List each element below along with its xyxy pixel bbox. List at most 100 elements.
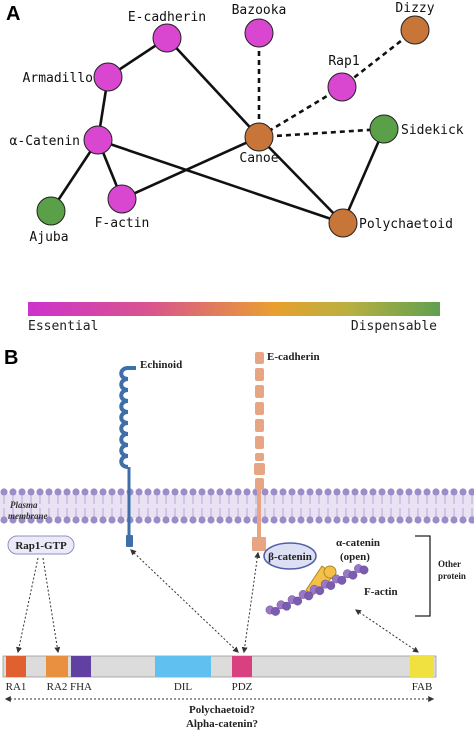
domain-label-dil: DIL — [174, 681, 193, 693]
lipid-head-bottom — [171, 516, 179, 524]
lipid-head-top — [180, 488, 188, 496]
node-acatenin — [83, 125, 113, 155]
other-protein-label-2: protein — [438, 571, 466, 581]
lipid-head-top — [414, 488, 422, 496]
lipid-head-bottom — [324, 516, 332, 524]
lipid-head-top — [216, 488, 224, 496]
node-label-dizzy: Dizzy — [395, 1, 434, 16]
lipid-head-top — [153, 488, 161, 496]
lipid-head-bottom — [54, 516, 62, 524]
domain-label-ra2: RA2 — [47, 681, 68, 693]
node-label-armadillo: Armadillo — [23, 71, 93, 86]
actin-bead — [348, 570, 358, 580]
lipid-head-bottom — [99, 516, 107, 524]
edge-ecadherin-canoe — [166, 37, 260, 138]
essentiality-scale-bar — [28, 302, 440, 316]
lipid-head-bottom — [144, 516, 152, 524]
arrow-rap1-ra2 — [42, 557, 61, 654]
edge-acatenin-polychaetoid — [97, 138, 344, 225]
lipid-head-bottom — [297, 516, 305, 524]
domain-ra2 — [46, 656, 68, 677]
lipid-head-bottom — [234, 516, 242, 524]
factin-filament — [265, 564, 369, 616]
lipid-head-bottom — [180, 516, 188, 524]
lipid-head-top — [360, 488, 368, 496]
actin-bead — [293, 596, 303, 606]
lipid-head-top — [423, 488, 431, 496]
lipid-head-top — [189, 488, 197, 496]
lipid-head-top — [45, 488, 53, 496]
lipid-head-top — [81, 488, 89, 496]
domain-dil — [155, 656, 211, 677]
actin-bead — [359, 565, 369, 575]
lipid-head-top — [306, 488, 314, 496]
actin-bead — [326, 581, 336, 590]
domain-fab — [410, 656, 434, 677]
lipid-head-top — [315, 488, 323, 496]
lipid-head-bottom — [378, 516, 386, 524]
node-label-polychaetoid: Polychaetoid — [359, 217, 453, 232]
lipid-head-top — [333, 488, 341, 496]
node-sidekick — [369, 114, 399, 144]
lipid-head-bottom — [261, 516, 269, 524]
bcatenin-ellipse — [263, 542, 317, 570]
lipid-head-bottom — [423, 516, 431, 524]
lipid-head-top — [342, 488, 350, 496]
membrane-label-plasma: Plasma — [10, 500, 38, 510]
lipid-head-top — [27, 488, 35, 496]
actin-bead — [271, 607, 280, 616]
lipid-head-bottom — [135, 516, 143, 524]
lipid-head-bottom — [198, 516, 206, 524]
network-nodes — [36, 15, 430, 238]
plasma-membrane — [0, 494, 474, 518]
lipid-head-top — [351, 488, 359, 496]
lipid-head-bottom — [288, 516, 296, 524]
acatenin-label-1: α-catenin — [336, 537, 380, 549]
echinoid-protein — [119, 366, 136, 547]
lipid-head-top — [171, 488, 179, 496]
canoe-protein-bar — [2, 655, 437, 678]
lipid-head-bottom — [36, 516, 44, 524]
actin-bead — [315, 586, 325, 596]
lipid-head-bottom — [45, 516, 53, 524]
lipid-head-top — [144, 488, 152, 496]
lipid-head-top — [378, 488, 386, 496]
lipid-head-top — [9, 488, 17, 496]
lipid-head-top — [0, 488, 8, 496]
lipid-head-top — [270, 488, 278, 496]
lipid-head-top — [225, 488, 233, 496]
lipid-head-bottom — [81, 516, 89, 524]
lipid-head-top — [162, 488, 170, 496]
membrane-lipids — [0, 488, 474, 524]
lipid-head-bottom — [306, 516, 314, 524]
lipid-head-bottom — [108, 516, 116, 524]
lipid-head-bottom — [162, 516, 170, 524]
node-label-rap1: Rap1 — [328, 54, 359, 69]
echinoid-label: Echinoid — [140, 359, 182, 371]
lipid-head-top — [36, 488, 44, 496]
lipid-head-bottom — [63, 516, 71, 524]
node-label-canoe: Canoe — [239, 151, 278, 166]
edge-canoe-sidekick — [258, 127, 385, 139]
lipid-head-bottom — [243, 516, 251, 524]
other-protein-label-1: Other — [438, 559, 461, 569]
lipid-head-top — [54, 488, 62, 496]
node-ajuba — [36, 196, 66, 226]
lipid-head-bottom — [9, 516, 17, 524]
acatenin-label-2: (open) — [340, 551, 370, 563]
network-edges — [49, 28, 416, 225]
lipid-head-top — [72, 488, 80, 496]
factin-b-label: F-actin — [364, 586, 398, 598]
scale-label-dispensable: Dispensable — [351, 319, 437, 334]
domain-label-ra1: RA1 — [6, 681, 27, 693]
domain-label-fha: FHA — [70, 681, 92, 693]
lipid-head-top — [468, 488, 474, 496]
rap1gtp-label: Rap1-GTP — [15, 540, 67, 552]
lipid-head-bottom — [432, 516, 440, 524]
lipid-head-top — [387, 488, 395, 496]
domain-label-pdz: PDZ — [232, 681, 253, 693]
node-armadillo — [93, 62, 123, 92]
lipid-head-top — [63, 488, 71, 496]
